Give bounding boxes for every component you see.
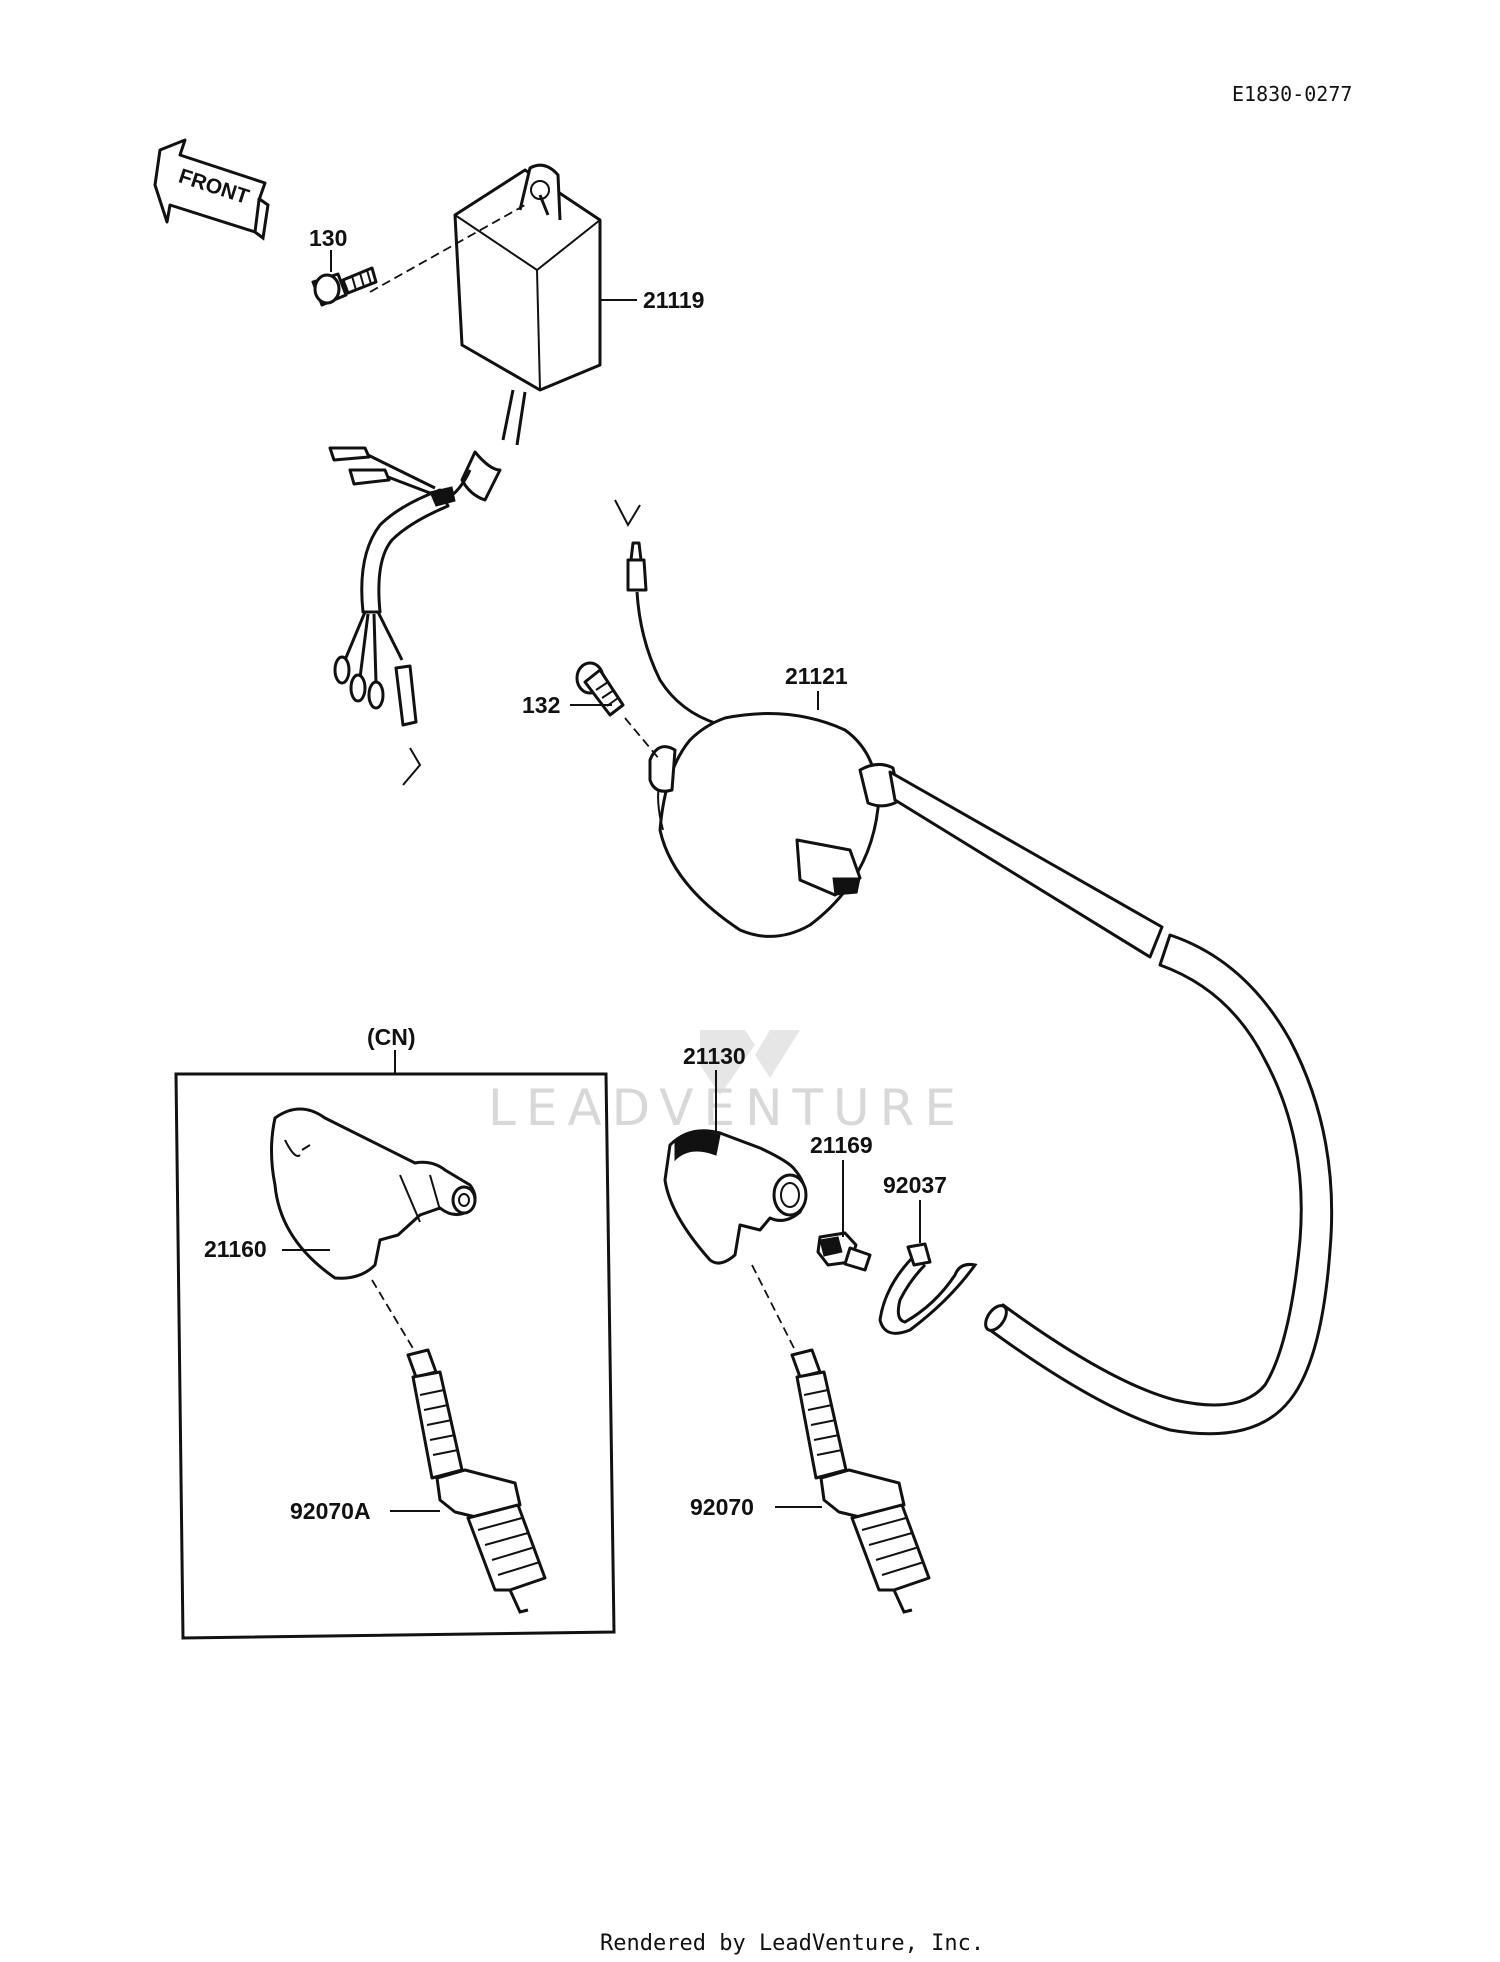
- label-92037: 92037: [883, 1172, 947, 1198]
- watermark-text: LEADVENTURE: [488, 1079, 966, 1137]
- cdi-wire-harness: [328, 446, 502, 786]
- spark-plug: [790, 1348, 931, 1614]
- label-21169: 21169: [810, 1132, 873, 1158]
- bolt-130: [311, 266, 378, 307]
- ignition-coil: [614, 499, 1334, 1436]
- holder: [816, 1231, 872, 1272]
- diagram-code: E1830-0277: [1232, 82, 1352, 106]
- label-92070: 92070: [690, 1494, 754, 1520]
- label-130: 130: [309, 225, 347, 251]
- label-21160: 21160: [204, 1236, 267, 1262]
- cn-variant-box: (CN) 21160 92070A: [174, 1024, 616, 1640]
- spark-plug-cn: [406, 1348, 547, 1614]
- footer-credit: Rendered by LeadVenture, Inc.: [600, 1931, 984, 1956]
- label-21121: 21121: [785, 663, 848, 689]
- cdi-unit: [453, 163, 602, 446]
- cn-label: (CN): [367, 1024, 416, 1050]
- label-21119: 21119: [643, 287, 704, 313]
- bolt-132: [575, 661, 625, 717]
- spark-plug-cap: [663, 1129, 808, 1265]
- label-132: 132: [522, 692, 560, 718]
- label-21130: 21130: [683, 1043, 746, 1069]
- front-arrow-icon: FRONT: [153, 138, 270, 241]
- label-92070a: 92070A: [290, 1498, 371, 1524]
- band: [878, 1242, 978, 1335]
- spark-plug-cap-cn: [270, 1107, 477, 1280]
